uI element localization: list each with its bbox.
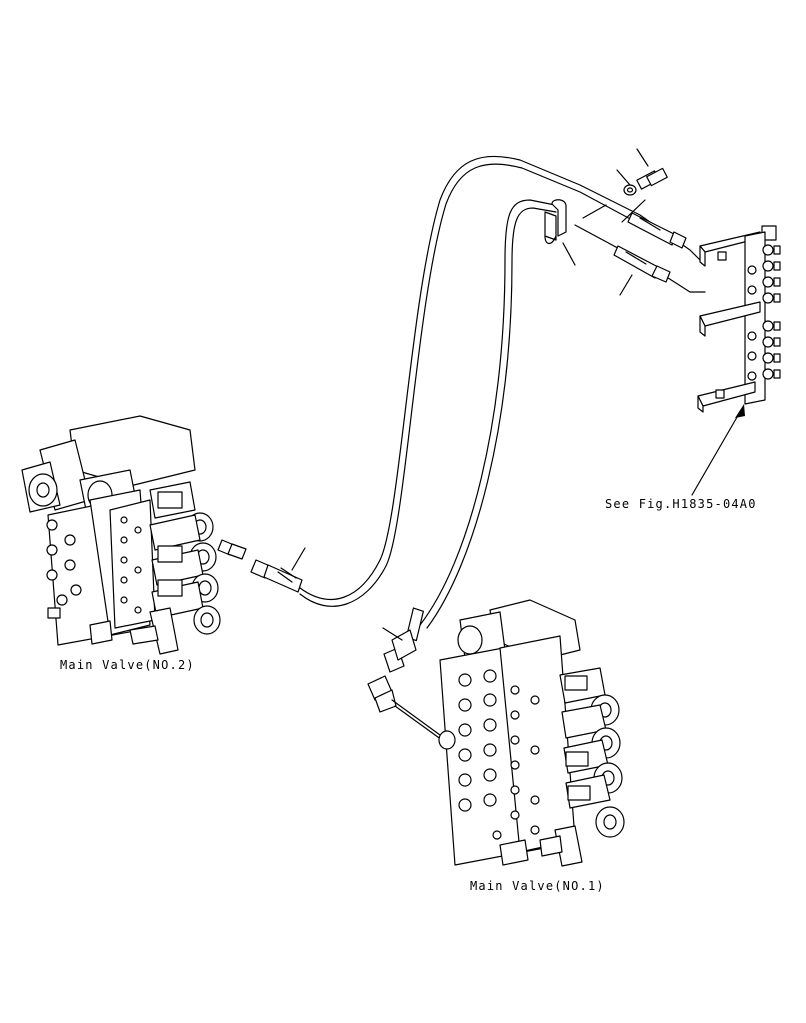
hose-fitting-upper — [627, 212, 687, 249]
elbow-fitting — [367, 675, 443, 741]
washer — [623, 184, 637, 196]
bracket-fittings — [747, 244, 781, 381]
manifold-bracket — [697, 225, 781, 413]
callout-line-left — [291, 547, 306, 571]
hose-lower — [419, 199, 706, 629]
spool-caps-no1 — [559, 667, 625, 838]
bolt-small — [636, 167, 668, 190]
ports-no1 — [458, 669, 540, 840]
main-valve-no2-label: Main Valve(NO.2) — [60, 658, 195, 672]
see-fig-arrow — [691, 404, 745, 496]
callout-line-lower — [382, 627, 403, 641]
main-valve-no1-label: Main Valve(NO.1) — [470, 879, 605, 893]
main-valve-no1 — [438, 599, 625, 867]
callout-lines-top — [562, 148, 649, 296]
hose-end-fitting-lower — [383, 607, 424, 673]
hose-upper — [299, 155, 701, 607]
hose-end-fitting-left — [250, 559, 303, 593]
see-fig-label: See Fig.H1835-04A0 — [605, 497, 757, 511]
hose-fitting-middle — [613, 245, 671, 283]
adapter-fitting — [217, 539, 247, 560]
hose-clamp — [544, 199, 567, 245]
main-valve-no2 — [21, 415, 221, 655]
